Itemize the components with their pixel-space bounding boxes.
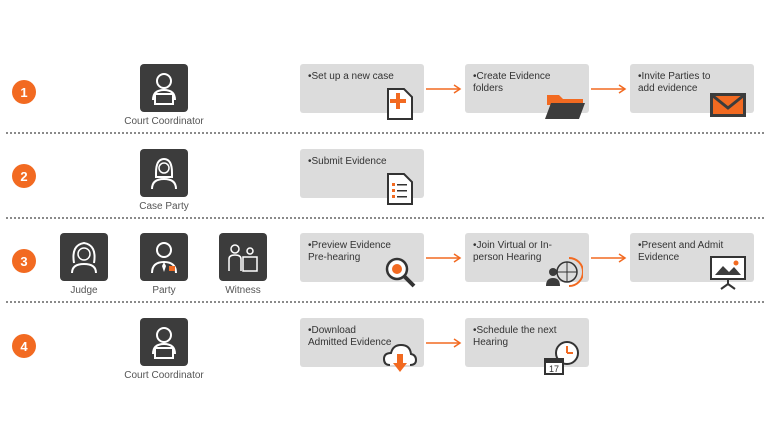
step-number-1: 1	[12, 80, 36, 104]
flow-arrow	[426, 253, 462, 263]
row-divider	[6, 132, 764, 134]
card-join-hearing: Join Virtual or In-person Hearing	[465, 233, 589, 287]
role-label: Party	[152, 285, 176, 296]
witness-stand-icon	[219, 233, 267, 281]
new-document-icon	[382, 85, 418, 121]
virtual-hearing-icon	[543, 254, 584, 290]
card-schedule-hearing: Schedule the next Hearing 17	[465, 318, 589, 375]
card-invite-parties: Invite Parties to add evidence	[630, 64, 754, 117]
role-court-coordinator: Court Coordinator	[116, 318, 212, 381]
card-text: Schedule the next Hearing	[473, 325, 561, 349]
role-label: Court Coordinator	[124, 370, 204, 381]
card-submit-evidence: Submit Evidence	[300, 149, 424, 205]
envelope-icon	[708, 85, 748, 121]
step-number-4: 4	[12, 334, 36, 358]
man-tie-icon	[140, 233, 188, 281]
folder-icon	[543, 85, 587, 121]
role-label: Judge	[70, 285, 98, 296]
role-case-party: Case Party	[116, 149, 212, 212]
calendar-clock-icon: 17	[543, 339, 583, 375]
cloud-download-icon	[382, 339, 418, 375]
card-present-admit: Present and Admit Evidence	[630, 233, 754, 290]
card-text: Create Evidence folders	[473, 71, 561, 95]
flow-arrow	[426, 84, 462, 94]
card-text: Preview Evidence Pre-hearing	[308, 240, 396, 264]
role-label: Case Party	[139, 201, 189, 212]
role-court-coordinator: Court Coordinator	[116, 64, 212, 127]
role-judge: Judge	[36, 233, 132, 296]
card-preview-evidence: Preview Evidence Pre-hearing	[300, 233, 424, 288]
row-divider	[6, 301, 764, 303]
card-download-admitted: Download Admitted Evidence	[300, 318, 424, 372]
card-text: Set up a new case	[308, 71, 396, 83]
magnifier-icon	[382, 254, 418, 290]
card-text: Invite Parties to add evidence	[638, 71, 726, 95]
woman-user-icon	[140, 149, 188, 197]
flow-arrow	[591, 253, 627, 263]
computer-user-icon	[140, 64, 188, 112]
checklist-document-icon	[382, 170, 418, 206]
card-text: Join Virtual or In-person Hearing	[473, 240, 561, 264]
step-number-2: 2	[12, 164, 36, 188]
judge-icon	[60, 233, 108, 281]
role-label: Witness	[225, 285, 261, 296]
role-witness: Witness	[195, 233, 291, 296]
step-number-3: 3	[12, 249, 36, 273]
card-text: Submit Evidence	[308, 156, 396, 168]
role-party: Party	[116, 233, 212, 296]
computer-user-icon	[140, 318, 188, 366]
presentation-icon	[708, 254, 748, 290]
calendar-day: 17	[549, 364, 559, 374]
role-label: Court Coordinator	[124, 116, 204, 127]
flow-arrow	[591, 84, 627, 94]
row-divider	[6, 217, 764, 219]
card-create-evidence-folders: Create Evidence folders	[465, 64, 589, 119]
card-text: Download Admitted Evidence	[308, 325, 396, 349]
card-set-up-new-case: Set up a new case	[300, 64, 424, 120]
card-text: Present and Admit Evidence	[638, 240, 726, 264]
flow-arrow	[426, 338, 462, 348]
